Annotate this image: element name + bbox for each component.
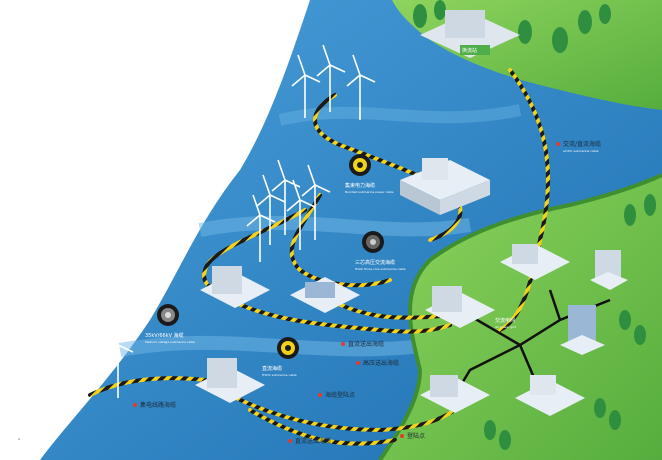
label-multi-core: 集束电力海缆 Bundled submarine power cable xyxy=(345,182,394,194)
svg-text:AC/DC submarine cable: AC/DC submarine cable xyxy=(563,149,599,153)
label-dc-cable: 直流海缆 HVDC submarine cable xyxy=(262,365,297,377)
substation-icon xyxy=(290,277,360,313)
svg-text:三芯高压交流海缆: 三芯高压交流海缆 xyxy=(355,259,395,266)
label-landing-3: 登陆点 xyxy=(400,432,425,440)
svg-text:交流电网: 交流电网 xyxy=(495,317,515,324)
svg-text:直流送出海缆: 直流送出海缆 xyxy=(348,340,384,348)
sea-wave xyxy=(118,335,431,357)
svg-text:35kV/66kV 海缆: 35kV/66kV 海缆 xyxy=(145,332,184,339)
substation-icon xyxy=(200,266,270,308)
cable-section-icon xyxy=(349,154,371,176)
building-icon xyxy=(560,305,605,355)
wind-turbine-icon xyxy=(301,164,331,240)
building-icon xyxy=(420,375,490,413)
label-grid: 交流电网 AC power grid xyxy=(495,317,516,329)
footer-mark: A xyxy=(18,437,21,441)
cable-export-1 xyxy=(228,298,452,334)
wind-turbine-icon xyxy=(346,54,376,120)
tree-icon xyxy=(413,0,656,450)
svg-text:Bundled submarine power cable: Bundled submarine power cable xyxy=(345,190,394,194)
sea-wave xyxy=(278,104,522,126)
cable-export-low xyxy=(228,393,457,433)
wind-turbine-icon xyxy=(86,309,116,385)
building-icon: 换流站 xyxy=(420,10,520,58)
svg-text:交流/直流海缆: 交流/直流海缆 xyxy=(563,140,601,148)
cable-array-mid2 xyxy=(289,193,392,288)
land-edge xyxy=(378,173,662,460)
wind-turbine-icon xyxy=(71,319,101,395)
label-export-cable-2: 高压送出海缆 xyxy=(356,359,399,367)
svg-text:登陆点: 登陆点 xyxy=(407,432,425,440)
building-icon xyxy=(515,375,585,416)
cable-section-icon xyxy=(157,304,179,326)
label-array-cable: 集电线路海缆 xyxy=(133,401,176,409)
wind-turbine-group-mid xyxy=(246,159,331,262)
wind-turbine-icon xyxy=(271,159,301,235)
label-ac-dc: 交流/直流海缆 AC/DC submarine cable xyxy=(556,140,601,153)
substation-icon xyxy=(195,358,265,403)
wind-turbine-icon xyxy=(316,44,346,112)
svg-text:AC power grid: AC power grid xyxy=(495,325,516,329)
label-landing-2: 直流送出海缆 xyxy=(288,437,331,445)
svg-text:HVAC three-core submarine cabl: HVAC three-core submarine cable xyxy=(355,267,406,271)
station-sign: 换流站 xyxy=(462,47,477,54)
cable-array-top xyxy=(313,93,463,242)
svg-text:直流送出海缆: 直流送出海缆 xyxy=(295,437,331,445)
wind-turbine-icon xyxy=(104,324,134,398)
cable-landing-low xyxy=(248,408,397,446)
wind-turbine-icon xyxy=(256,174,286,245)
cable-section-icon xyxy=(362,231,384,253)
cable-section-icon xyxy=(277,337,299,359)
label-landing: 海缆登陆点 xyxy=(318,391,355,399)
svg-text:海缆登陆点: 海缆登陆点 xyxy=(325,391,355,399)
cable-land-trunk xyxy=(498,68,551,332)
label-mv-cable: 35kV/66kV 海缆 Medium voltage submarine ca… xyxy=(145,332,195,344)
building-icon xyxy=(425,286,495,328)
wind-turbine-icon xyxy=(61,339,91,410)
svg-text:Medium voltage submarine cable: Medium voltage submarine cable xyxy=(145,340,195,344)
label-hv-cable: 三芯高压交流海缆 HVAC three-core submarine cable xyxy=(355,259,406,271)
wind-turbine-group-top xyxy=(291,44,376,120)
label-export-cable: 直流送出海缆 xyxy=(341,340,384,348)
svg-text:直流海缆: 直流海缆 xyxy=(262,365,282,372)
building-icon xyxy=(590,250,628,290)
wind-turbine-icon xyxy=(246,194,276,262)
svg-text:集电线路海缆: 集电线路海缆 xyxy=(140,401,176,409)
substation-icon xyxy=(400,158,490,215)
wind-turbine-icon xyxy=(291,54,321,118)
wind-turbine-icon xyxy=(286,179,316,250)
svg-text:集束电力海缆: 集束电力海缆 xyxy=(345,182,375,189)
wind-turbine-group-low xyxy=(61,309,134,410)
svg-text:高压送出海缆: 高压送出海缆 xyxy=(363,359,399,367)
sea-wave xyxy=(198,215,472,237)
cable-array-low xyxy=(88,376,207,397)
svg-text:HVDC submarine cable: HVDC submarine cable xyxy=(262,373,297,377)
building-icon xyxy=(500,244,570,280)
